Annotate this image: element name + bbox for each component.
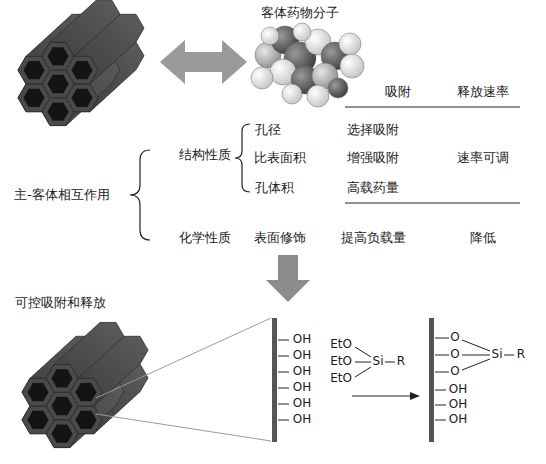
pore-wall <box>429 318 434 442</box>
property-label: 孔径 <box>255 123 281 138</box>
pore-channel <box>75 383 96 401</box>
property-label: 表面修饰 <box>254 231 306 246</box>
chem-group: OH <box>293 349 311 363</box>
pore-channel <box>23 89 44 107</box>
chem-atom: R <box>517 348 525 362</box>
category-label: 主-客体相互作用 <box>14 188 110 203</box>
chem-atom: O <box>450 348 459 362</box>
table-cell: 选择吸附 <box>347 123 399 138</box>
table-cell: 速率可调 <box>457 151 509 166</box>
down-arrow <box>266 255 310 302</box>
atom-sphere <box>251 67 273 89</box>
chem-atom: Si <box>373 355 384 369</box>
chem-group: OH <box>449 383 467 397</box>
column-header: 吸附 <box>385 85 411 100</box>
pore-channel <box>71 61 92 79</box>
atom-sphere <box>307 85 329 107</box>
chem-group: OH <box>293 333 311 347</box>
reaction-arrow <box>352 392 420 400</box>
table-cell: 提高负载量 <box>341 231 406 246</box>
caption-label: 可控吸附和释放 <box>15 296 106 311</box>
drug-molecule <box>251 23 364 107</box>
table-cell: 高载药量 <box>347 181 399 196</box>
prism-body <box>66 14 144 84</box>
pore-channel <box>27 383 48 401</box>
zoom-line <box>96 318 271 398</box>
pore-channel <box>51 425 72 443</box>
chem-group: EtO <box>330 372 352 386</box>
pore-channel <box>23 61 44 79</box>
atom-sphere <box>340 54 364 78</box>
prism-face <box>70 378 102 406</box>
silica-prism <box>22 322 148 447</box>
pore-channel <box>47 47 68 65</box>
silica-prism <box>18 0 144 125</box>
prism-face <box>22 406 54 434</box>
table-cell: 增强吸附 <box>347 151 399 166</box>
pore-channel <box>47 103 68 121</box>
brace <box>130 150 150 240</box>
mesoporous-prisms <box>18 0 148 447</box>
title-label: 客体药物分子 <box>261 6 339 21</box>
pore-channel <box>51 397 72 415</box>
column-header: 释放速率 <box>457 85 509 100</box>
chem-group: OH <box>293 397 311 411</box>
chemical-bonds <box>278 338 514 420</box>
category-label: 化学性质 <box>179 231 231 246</box>
chem-atom: R <box>397 355 405 369</box>
chem-group: OH <box>293 365 311 379</box>
chem-atom: O <box>450 365 459 379</box>
table-rule <box>345 203 520 204</box>
pore-channel <box>51 369 72 387</box>
category-label: 结构性质 <box>179 148 231 163</box>
table-cell: 降低 <box>470 231 496 246</box>
atom-sphere <box>328 78 348 98</box>
atom-sphere <box>293 23 311 41</box>
double-arrow <box>160 40 247 84</box>
chem-atom: Si <box>492 348 503 362</box>
chem-group: OH <box>293 381 311 395</box>
chem-group: OH <box>293 413 311 427</box>
chem-group: EtO <box>330 338 352 352</box>
pore-channel <box>27 411 48 429</box>
atom-sphere <box>261 27 279 45</box>
prism-face <box>18 84 50 112</box>
pore-channel <box>75 411 96 429</box>
pore-wall <box>272 318 277 442</box>
brace <box>235 124 250 192</box>
property-label: 比表面积 <box>254 151 306 166</box>
prism-face <box>66 56 98 84</box>
prism-body <box>70 336 148 406</box>
chem-group: OH <box>449 413 467 427</box>
pore-channel <box>71 89 92 107</box>
chem-atom: O <box>450 331 459 345</box>
chem-group: EtO <box>330 355 352 369</box>
zoom-line <box>96 414 271 441</box>
chem-group: OH <box>449 398 467 412</box>
table-rule <box>345 107 520 108</box>
pore-channel <box>47 75 68 93</box>
atom-sphere <box>339 33 361 55</box>
property-label: 孔体积 <box>255 181 294 196</box>
atom-sphere <box>282 84 302 104</box>
